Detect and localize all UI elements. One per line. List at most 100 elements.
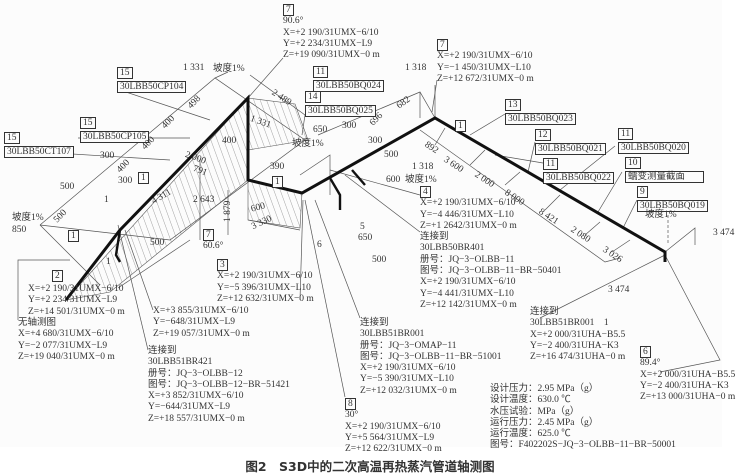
callout-number: 7 [203, 229, 214, 241]
slope-label: 坡度1% [213, 64, 245, 74]
coord-z: Z=+19 090/31UMX−0 m [283, 50, 380, 61]
dim-400: 400 [222, 136, 237, 146]
coord-z: Z=+12 632/31UMX−0 m [217, 293, 314, 304]
book-number: 册号：JQ−3−OLBB−11 [420, 254, 515, 265]
branch-pipe-3 [351, 169, 366, 186]
coord-z: Z=+16 474/31UHA−0 m [530, 352, 626, 363]
dim-600: 600 [386, 175, 401, 185]
coord-x: X=+2 190/31UMX−6/10 [420, 198, 516, 209]
coord-y: Y=−5 390/31UMX−L10 [360, 374, 454, 385]
coord-z: Z=+19 057/31UMX−0 m [153, 328, 250, 339]
dim-850: 850 [12, 225, 27, 235]
coord-z: Z=+19 040/31UMX−0 m [18, 351, 115, 362]
callout-number: 2 [52, 270, 63, 282]
dim-500: 500 [372, 255, 387, 265]
coord-x: X=+2 190/31UMX−6/10 [345, 421, 441, 432]
tag-id: 30LBB50BQ025 [305, 105, 376, 117]
drawing-number: 图号：JQ−3−OLBB−11−BR−50401 [420, 266, 562, 277]
tag-number: 15 [80, 117, 96, 129]
line-number: 30LBB50BR401 [420, 243, 485, 254]
tag-30LBB50BQ022: 11 30LBB50BQ022 [543, 158, 614, 186]
tag-id: 30LBB50CT107 [4, 146, 74, 158]
dim-1318: 1 318 [405, 63, 427, 73]
coord-y: Y=−2 400/31UHA−K3 [640, 380, 729, 391]
callout-number: 7 [283, 4, 294, 16]
coord-y: Y=−2 077/31UMX−L9 [18, 340, 108, 351]
tag-number: 12 [535, 129, 551, 141]
slope-label: 坡度1% [12, 213, 44, 223]
angle: 90.6° [283, 16, 304, 27]
coord-y: Y=−1 450/31UMX−L10 [437, 62, 531, 73]
flow-mark: 1 [138, 172, 149, 184]
book-number: 册号：JQ−3−OLBB−12 [148, 368, 243, 379]
dim-300: 300 [368, 136, 383, 146]
coord-y: Y=+2 234/31UMX−L9 [28, 295, 118, 306]
callout-number: 8 [345, 398, 356, 410]
coord-z: Z=+14 501/31UMX−0 m [28, 306, 125, 317]
design-temperature: 设计温度：630.0 ℃ [490, 395, 571, 406]
dim-390: 390 [270, 162, 285, 172]
callout-number: 6 [640, 346, 651, 358]
callout-8: 8 30° X=+2 190/31UMX−6/10 Y=+5 564/31UMX… [345, 398, 442, 455]
connection-30LBB51BR001-a: 连接到 30LBB51BR001 册号：JQ−3−OMAP−11 图号：JQ−3… [360, 318, 502, 397]
callout-7-right: 7 X=+2 190/31UMX−6/10 Y=−1 450/31UMX−L10… [437, 39, 534, 85]
callout-number: 4 [420, 186, 431, 198]
tag-id: 蠕变测量截面 [625, 171, 705, 183]
coord-y: Y=+5 564/31UMX−L9 [345, 432, 435, 443]
dim-1318-b: 1 318 [412, 162, 434, 172]
coord-y: Y=+2 234/31UMX−L9 [283, 38, 373, 49]
note-title: 无轴测图 [18, 318, 57, 328]
dim-500: 500 [60, 182, 75, 192]
tag-number: 15 [117, 67, 133, 79]
coord-y: Y=−644/31UMX−L9 [148, 402, 231, 413]
tag-number: 15 [4, 132, 20, 144]
coord-x: X=+2 000/31UHA−B5.5 [530, 329, 626, 340]
coord-x: X=+2 190/31UMX−6/10 [420, 277, 516, 288]
coord-x: X=+4 680/31UMX−6/10 [18, 329, 114, 340]
design-parameters: 设计压力：2.95 MPa（g） 设计温度：630.0 ℃ 水压试验：MPa（g… [490, 384, 676, 452]
line-number: 30LBB51BR421 [148, 357, 213, 368]
line-number: 30LBB51BR001 [360, 329, 425, 340]
coord-y: Y=−2 400/31UHA−K3 [530, 340, 619, 351]
tag-id: 30LBB50BQ022 [543, 172, 614, 184]
tag-30LBB50CP105: 15 30LBB50CP105 [80, 117, 150, 145]
drawing-number: 图号：JQ−3−OLBB−11−BR−51001 [360, 351, 502, 362]
tag-number: 11 [543, 158, 559, 170]
book-number: 册号：JQ−3−OMAP−11 [360, 340, 457, 351]
connect-label: 连接到 [420, 232, 449, 243]
connect-label: 连接到 [530, 307, 559, 317]
coord-y: Y=−4 446/31UMX−L10 [420, 209, 514, 220]
tag-id: 30LBB50BQ019 [637, 200, 708, 212]
callout-number: 7 [437, 39, 448, 51]
dim-6: 6 [317, 240, 322, 250]
coord-z: Z=+12 622/31UMX−0 m [345, 444, 442, 455]
dim-300: 300 [100, 151, 115, 161]
coord-z: Z=+12 032/31UMX−0 m [360, 385, 457, 396]
callout-number: 3 [217, 259, 228, 271]
operating-temperature: 运行温度：625.0 ℃ [490, 429, 571, 440]
callout-3: 3 X=+2 190/31UMX−6/10 Y=−5 396/31UMX−L10… [217, 259, 314, 305]
coord-z: Z=+1 2642/31UMX−0 m [420, 220, 517, 231]
coord-x: X=+2 190/31UMX−6/10 [217, 271, 313, 282]
branch-pipe [114, 229, 122, 263]
callout-2: X=+2 190/31UMX−6/10 Y=+2 234/31UMX−L9 Z=… [28, 284, 125, 318]
callout-7-lower: 7 60.6° [203, 229, 223, 253]
line-number: 30LBB51BR001 1 [530, 318, 609, 329]
dim-650: 650 [313, 125, 328, 135]
branch-pipe-2 [328, 177, 342, 210]
tag-number: 13 [505, 99, 521, 111]
connection-30LBB51BR421: 连接到 30LBB51BR421 册号：JQ−3−OLBB−12 图号：JQ−3… [148, 346, 290, 425]
coord-x: X=+3 855/31UMX−6/10 [153, 306, 249, 316]
drawing-number: 图号：JQ−3−OLBB−12−BR−51421 [148, 379, 290, 390]
coord-x: X=+2 190/31UMX−6/10 [360, 363, 456, 374]
tag-id: 30LBB50CP105 [80, 131, 150, 143]
